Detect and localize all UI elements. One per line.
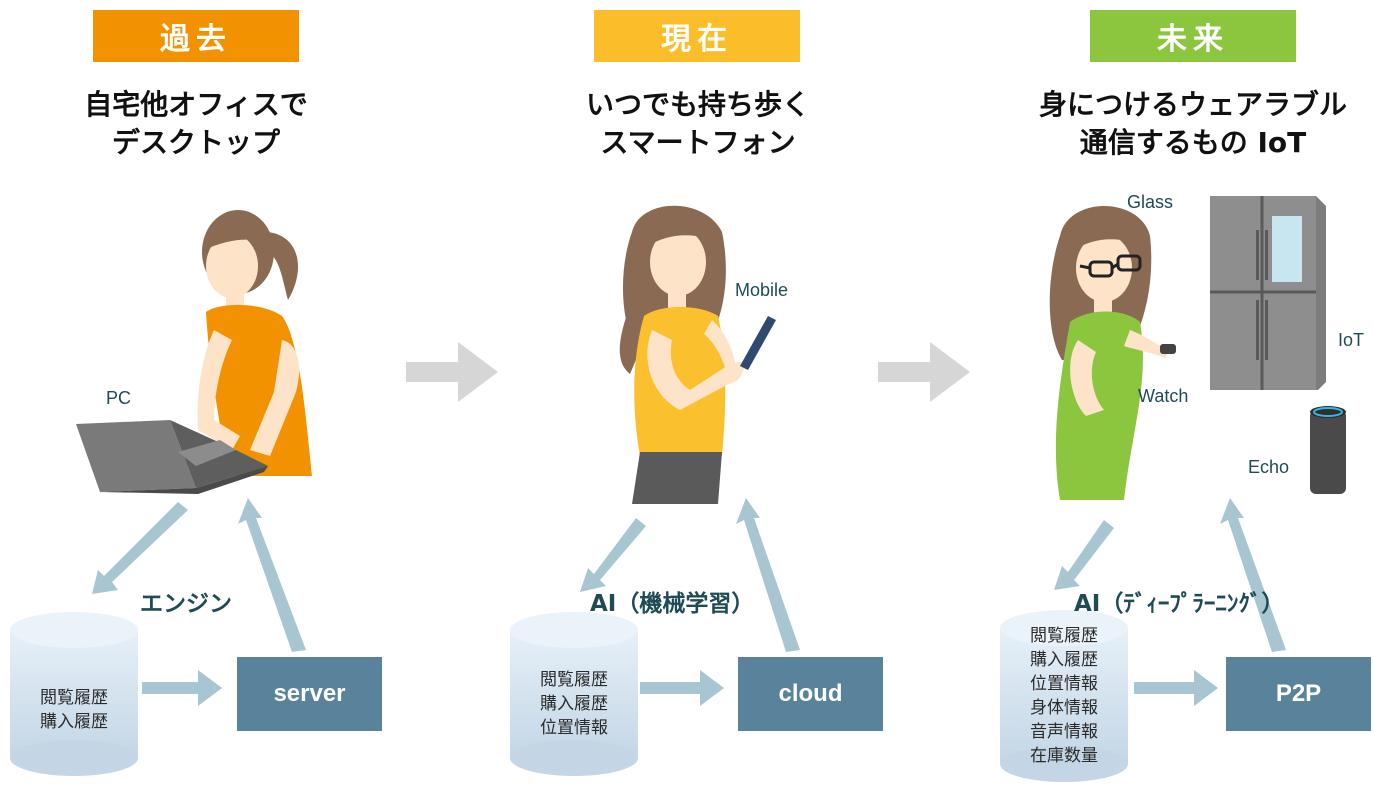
database-item: 在庫数量: [1030, 746, 1098, 766]
engine-label-future: AI（ﾃﾞｨｰﾌﾟﾗｰﾆﾝｸﾞ）: [1074, 591, 1285, 617]
heading-present: いつでも持ち歩く スマートフォン: [508, 86, 888, 162]
glasses-icon: [1079, 254, 1142, 278]
heading-past: 自宅他オフィスで デスクトップ: [6, 86, 386, 162]
heading-future-line1: 身につけるウェアラブル: [1038, 88, 1347, 121]
heading-past-line2: デスクトップ: [111, 126, 280, 159]
database-cylinder-icon-present: [510, 612, 638, 776]
database-item: 購入履歴: [40, 712, 108, 732]
refrigerator-icon: [1210, 196, 1326, 390]
engine-label-past: エンジン: [140, 591, 232, 617]
label-pc: PC: [106, 388, 132, 408]
database-item: 音声情報: [1030, 722, 1098, 742]
woman-wearables-illustration: [1049, 206, 1176, 500]
database-cylinder-icon-future: [1000, 610, 1128, 782]
transition-arrow-2: [878, 342, 970, 402]
heading-past-line1: 自宅他オフィスで: [84, 88, 308, 121]
smart-speaker-icon: [1310, 406, 1346, 494]
label-watch: Watch: [1138, 386, 1189, 406]
watch-icon: [1160, 344, 1176, 354]
database-item: 位置情報: [1030, 674, 1098, 694]
database-item: 身体情報: [1030, 698, 1098, 718]
label-echo: Echo: [1248, 457, 1290, 477]
database-items-present: 閲覧履歴 購入履歴 位置情報: [510, 668, 638, 740]
heading-future: 身につけるウェアラブル 通信するもの IoT: [1003, 86, 1373, 162]
badge-future: 未来: [1090, 10, 1296, 62]
database-items-past: 閲覧履歴 購入履歴: [10, 686, 138, 734]
database-item: 購入履歴: [1030, 650, 1098, 670]
flow-arrows: [92, 498, 1286, 706]
label-glass: Glass: [1127, 192, 1174, 212]
label-mobile: Mobile: [735, 280, 789, 300]
database-item: 閲覧履歴: [1030, 626, 1098, 646]
server-box: server: [237, 657, 382, 731]
heading-present-line1: いつでも持ち歩く: [585, 88, 810, 121]
engine-label-present: AI（機械学習）: [590, 591, 755, 617]
database-item: 位置情報: [540, 718, 608, 738]
label-iot: IoT: [1338, 330, 1365, 350]
heading-future-line2: 通信するもの IoT: [1079, 126, 1307, 159]
database-items-future: 閲覧履歴 購入履歴 位置情報 身体情報 音声情報 在庫数量: [1000, 624, 1128, 768]
transition-arrow-1: [406, 342, 498, 402]
heading-present-line2: スマートフォン: [600, 126, 796, 159]
database-cylinder-icon-past: [10, 612, 138, 776]
database-item: 閲覧履歴: [40, 688, 108, 708]
database-item: 閲覧履歴: [540, 670, 608, 690]
badge-past: 過去: [93, 10, 299, 62]
woman-laptop-illustration: [76, 210, 312, 494]
p2p-box: P2P: [1226, 657, 1371, 731]
badge-present: 現在: [594, 10, 800, 62]
cloud-box: cloud: [738, 657, 883, 731]
database-item: 購入履歴: [540, 694, 608, 714]
woman-smartphone-illustration: [619, 205, 776, 504]
